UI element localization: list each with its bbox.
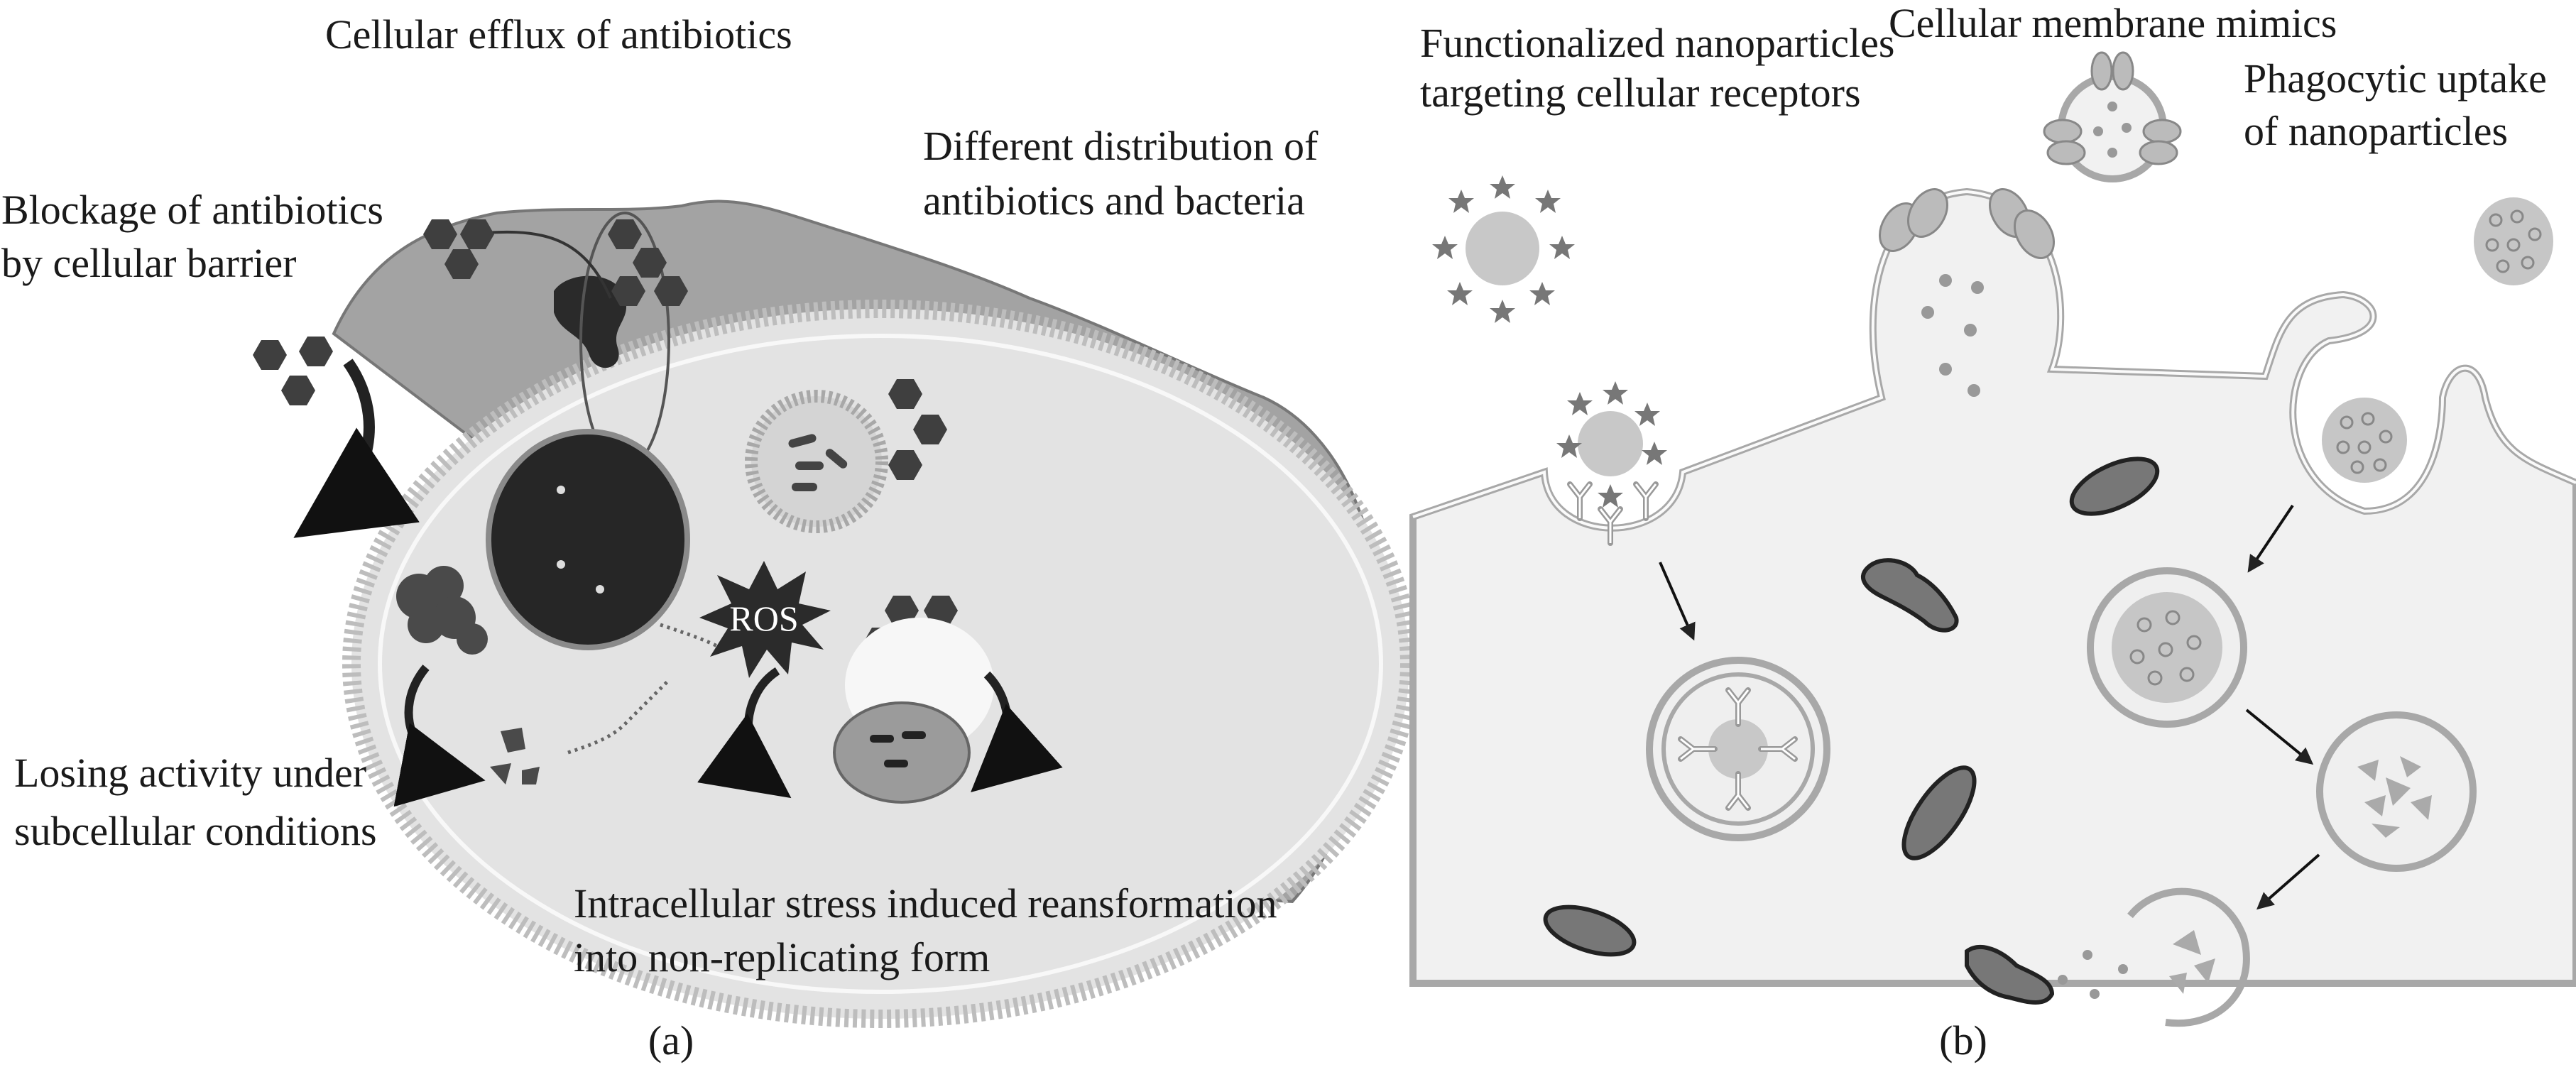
caption-a: (a) [648,1017,694,1064]
nucleolus-dot [596,585,604,594]
label-blockage-line1: Blockage of antibiotics [1,187,383,233]
bacterium [2069,457,2160,516]
bacterium [1543,904,1637,957]
phagocytic-nanoparticle [2474,197,2553,285]
host-cell-membrane [1412,190,2576,530]
phagosome [2087,567,2247,728]
damaged-bacterium [1861,558,1959,633]
panel-b: Functionalized nanoparticles targeting c… [1409,0,2576,1064]
label-membrane-mimics: Cellular membrane mimics [1889,0,2337,46]
non-replicating-bacterium [833,701,971,804]
ros-label: ROS [729,598,798,638]
bacteria-dormant [870,731,926,767]
label-functionalized-line1: Functionalized nanoparticles [1420,20,1894,66]
label-losing-line2: subcellular conditions [14,808,377,854]
label-distribution-line1: Different distribution of [923,123,1319,169]
bacteria-in-vesicle [788,434,848,491]
label-functionalized-line2: targeting cellular receptors [1420,70,1861,116]
exocytic-vesicle [2058,887,2250,1027]
bacterium [1901,765,1977,860]
exocytosis-arrow [2256,853,2320,910]
label-phagocytic-line1: Phagocytic uptake [2244,55,2547,102]
transform-arrow-left [697,667,792,799]
damaged-bacterium [1965,944,2055,1005]
ros-burst [699,561,831,678]
inactivation-arrow [393,665,486,807]
nucleolus-dot [557,560,565,569]
nucleolus-dot [557,486,565,494]
antibiotic-hexagons-blocked [253,337,333,405]
membrane-mimic-vesicle [2043,51,2182,182]
bleb-contents [1879,188,2055,397]
phagocytosing-nanoparticle [2322,398,2407,483]
transform-arrow-right [971,671,1063,792]
cell-membrane-inner [378,334,1383,994]
nanoparticle-binding-receptors [1556,381,1667,543]
caption-b: (b) [1939,1017,1987,1064]
dna-fragment [567,680,669,755]
label-distribution-line2: antibiotics and bacteria [923,177,1305,224]
label-stress-line1: Intracellular stress induced reansformat… [574,880,1277,926]
degradation-arrow [2245,709,2314,765]
label-losing-line1: Losing activity under [14,750,366,796]
endocytosis-arrow [1659,562,1696,641]
label-blockage-line2: by cellular barrier [1,240,296,286]
label-efflux: Cellular efflux of antibiotics [325,11,792,58]
label-stress-line2: into non-replicating form [574,934,990,980]
phagolysosome [2316,711,2477,872]
nucleus [486,429,690,650]
receptor-endosome [1646,657,1830,841]
blockage-arrow [293,359,420,538]
efflux-arrow [463,224,612,299]
protein-fragments [490,728,540,784]
efflux-pump [554,275,627,368]
functionalized-nanoparticle [1432,175,1575,323]
label-phagocytic-line2: of nanoparticles [2244,108,2508,154]
phagocytosis-arrow [2247,504,2294,573]
protein-cluster [396,566,488,655]
panel-a: ROS Cellular efflux of antibiotics Block… [1,11,1419,1064]
